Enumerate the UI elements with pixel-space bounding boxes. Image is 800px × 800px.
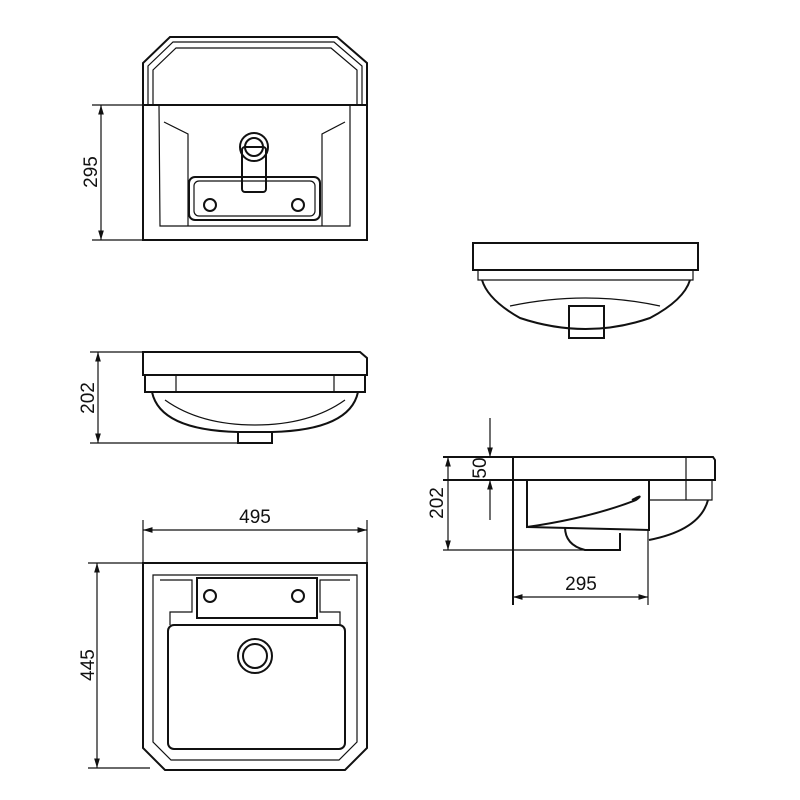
top-view: 295: [81, 36, 368, 241]
plan-view: 495 445: [78, 507, 368, 771]
side-rim-label: 50: [470, 457, 491, 478]
top-depth-label: 295: [81, 156, 102, 188]
front-view: 202: [78, 351, 368, 444]
plan-width-label: 495: [239, 507, 271, 528]
front-height-label: 202: [78, 382, 99, 414]
side-depth-label: 295: [565, 574, 597, 595]
side-height-label: 202: [427, 487, 448, 519]
rear-view: [472, 242, 699, 339]
side-view: 202 50 295: [427, 418, 716, 605]
plan-length-label: 445: [78, 649, 99, 681]
